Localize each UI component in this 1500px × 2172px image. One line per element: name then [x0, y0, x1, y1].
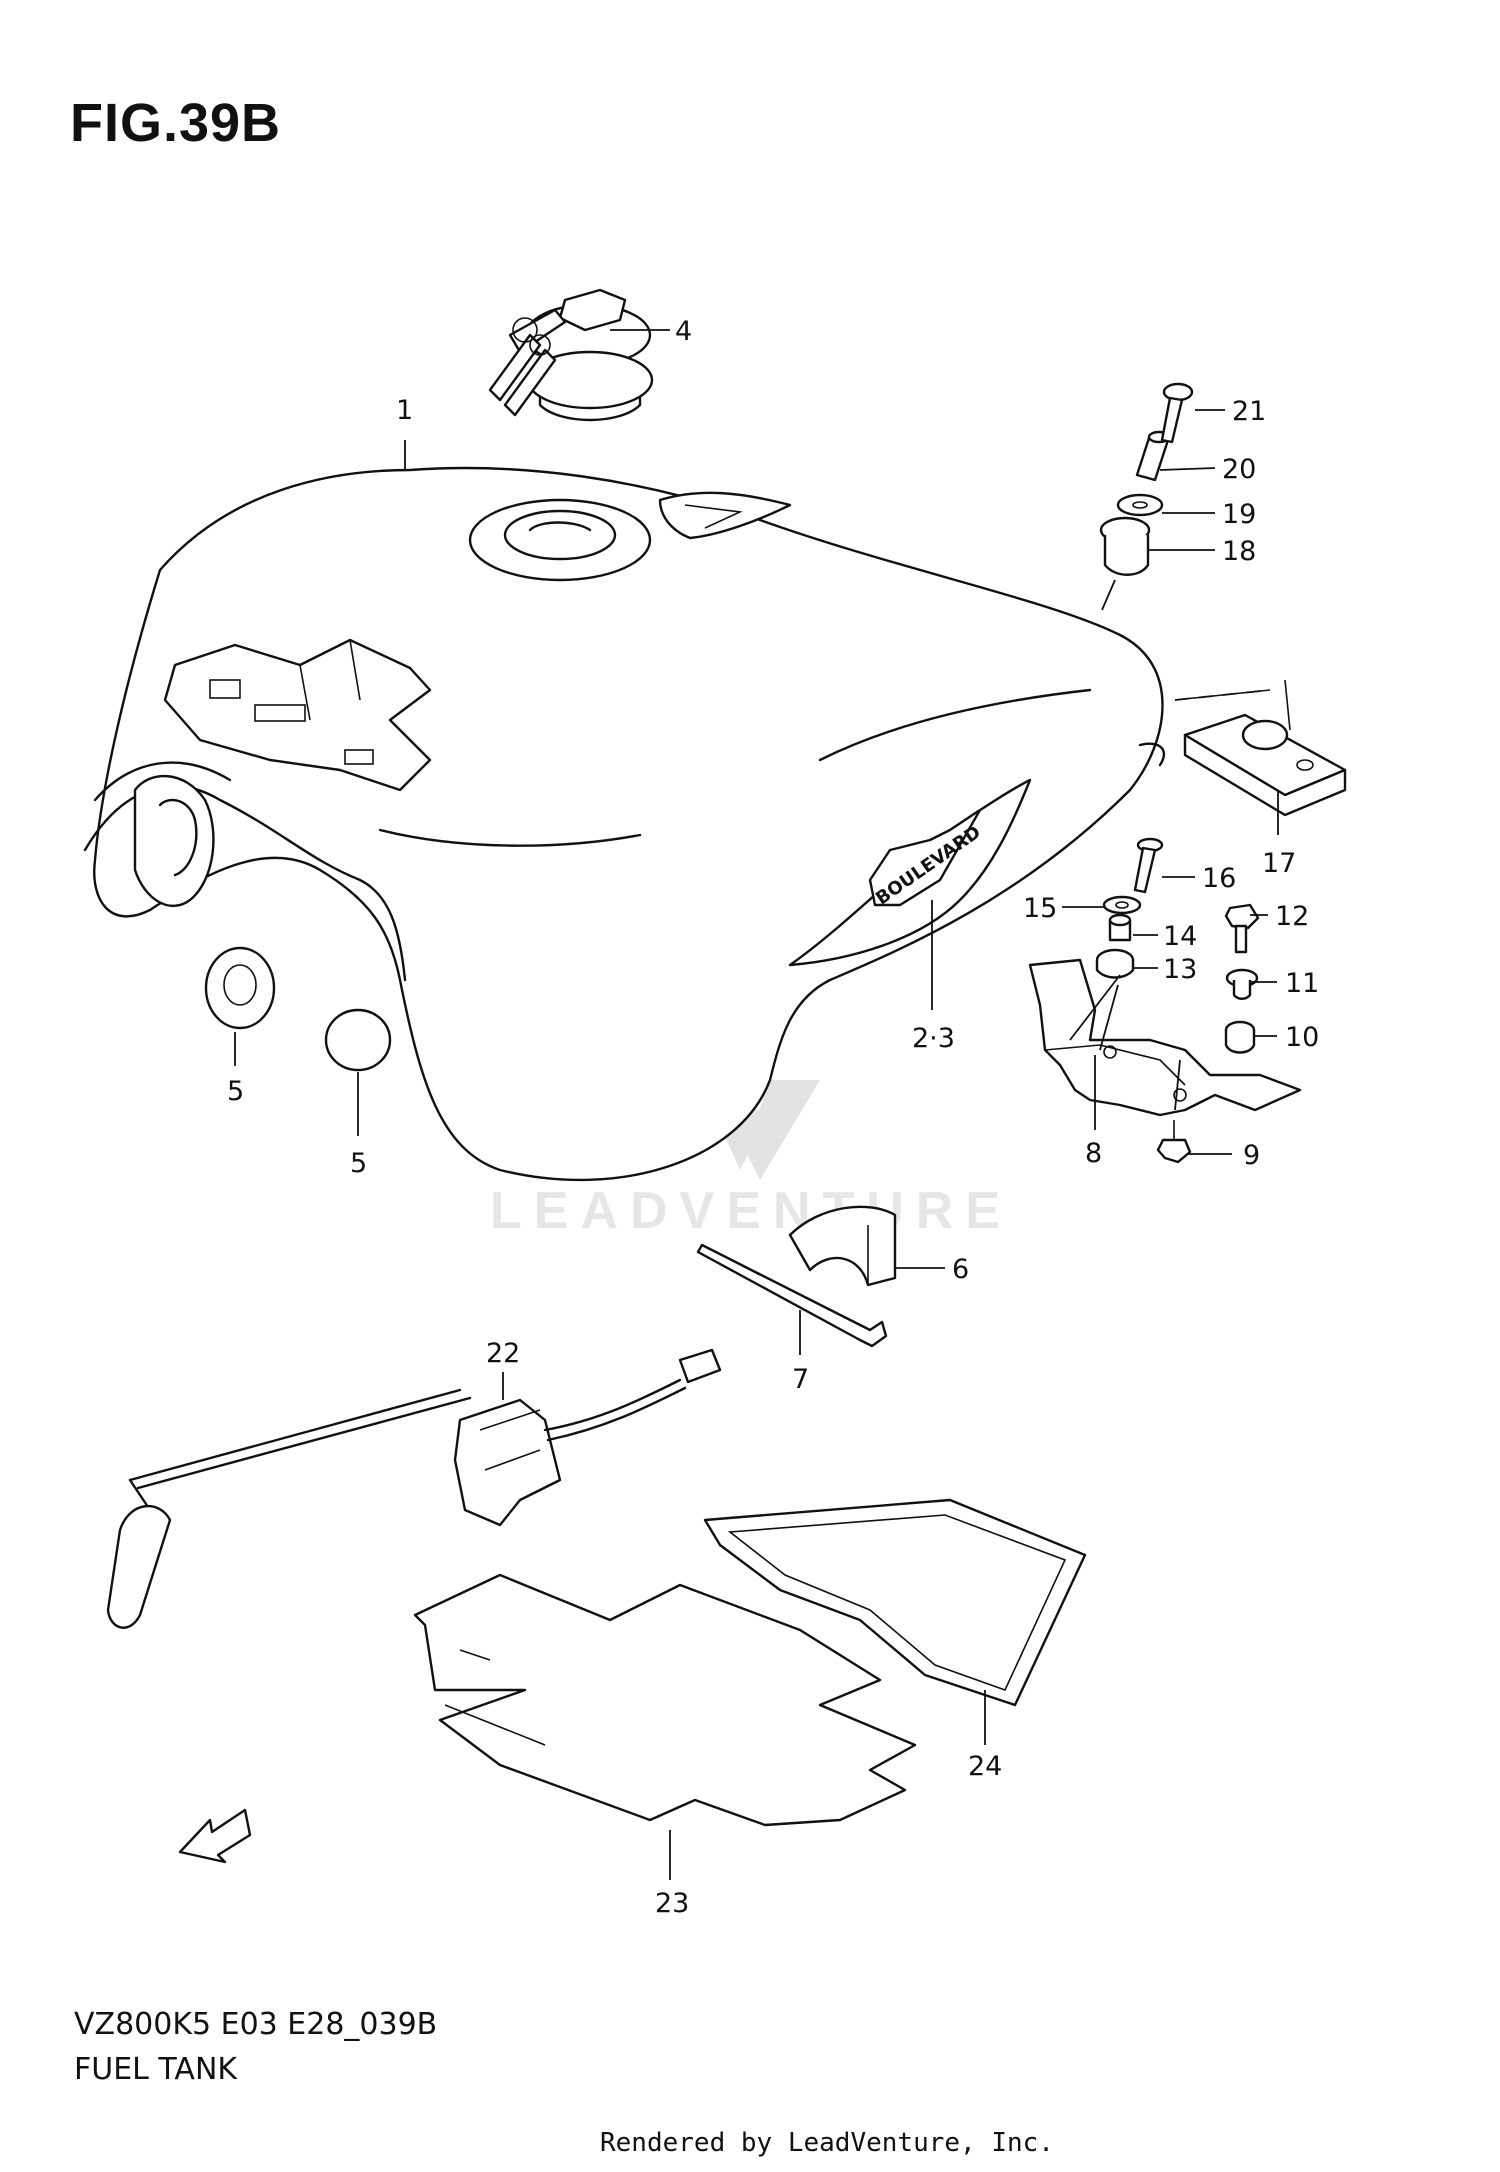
collar-14	[1108, 913, 1132, 942]
rendered-by-credit: Rendered by LeadVenture, Inc.	[600, 2128, 1054, 2158]
cushion-10	[1224, 1020, 1256, 1054]
cushion-13	[1095, 948, 1135, 979]
gasket	[703, 1498, 1087, 1707]
callout-23: 23	[655, 1888, 689, 1919]
callout-6: 6	[952, 1254, 969, 1285]
washer-15	[1102, 895, 1142, 915]
washer-19	[1116, 493, 1164, 517]
figure-name: FUEL TANK	[74, 2052, 238, 2087]
callout-7: 7	[792, 1364, 809, 1395]
callout-22: 22	[486, 1338, 520, 1369]
collar-11	[1225, 968, 1259, 1000]
callout-11: 11	[1285, 968, 1319, 999]
bolt-9	[1156, 1120, 1192, 1164]
model-code: VZ800K5 E03 E28_039B	[74, 2007, 438, 2042]
callout-14: 14	[1163, 921, 1197, 952]
leader-lines	[234, 329, 1279, 1880]
callout-5-left: 5	[227, 1076, 244, 1107]
fuel-cap-with-keys	[488, 288, 654, 422]
forward-direction-arrow: FWD	[178, 1808, 252, 1864]
tank-cushion-rubber	[788, 1205, 897, 1287]
tank-cushion-right	[324, 1008, 392, 1072]
callout-13: 13	[1163, 954, 1197, 985]
callout-19: 19	[1222, 499, 1256, 530]
bolt-12	[1224, 903, 1260, 954]
leadventure-watermark: LEADVENTURE	[490, 960, 1012, 1240]
callout-10: 10	[1285, 1022, 1319, 1053]
heat-protector-plate	[413, 1573, 917, 1827]
callout-21: 21	[1232, 396, 1266, 427]
callout-1: 1	[396, 395, 413, 426]
callout-9: 9	[1243, 1140, 1260, 1171]
callout-2-3: 2·3	[912, 1023, 955, 1054]
fuel-level-gauge	[106, 1348, 722, 1629]
callout-4: 4	[675, 316, 692, 347]
callout-20: 20	[1222, 454, 1256, 485]
mounting-bracket	[1028, 958, 1302, 1117]
tank-cushion-left	[204, 946, 276, 1030]
callout-17: 17	[1262, 848, 1296, 879]
callout-labels: 1 2·3 4 5 5 6 7 8 9 10 11 12 13 14 15 16…	[227, 316, 1319, 1919]
bolt-21	[1160, 382, 1194, 444]
fuel-tank-body: BOULEVARD	[83, 466, 1166, 1182]
watermark-text: LEADVENTURE	[490, 1182, 1012, 1240]
figure-title: FIG.39B	[70, 93, 282, 153]
callout-16: 16	[1202, 863, 1236, 894]
callout-12: 12	[1275, 901, 1309, 932]
cable-tie	[696, 1243, 888, 1348]
callout-5-right: 5	[350, 1148, 367, 1179]
cushion-18	[1099, 516, 1151, 576]
rear-mount-plate	[1174, 679, 1347, 817]
callout-18: 18	[1222, 536, 1256, 567]
callout-15: 15	[1023, 893, 1057, 924]
callout-8: 8	[1085, 1138, 1102, 1169]
callout-24: 24	[968, 1751, 1002, 1782]
bolt-16	[1133, 837, 1164, 894]
